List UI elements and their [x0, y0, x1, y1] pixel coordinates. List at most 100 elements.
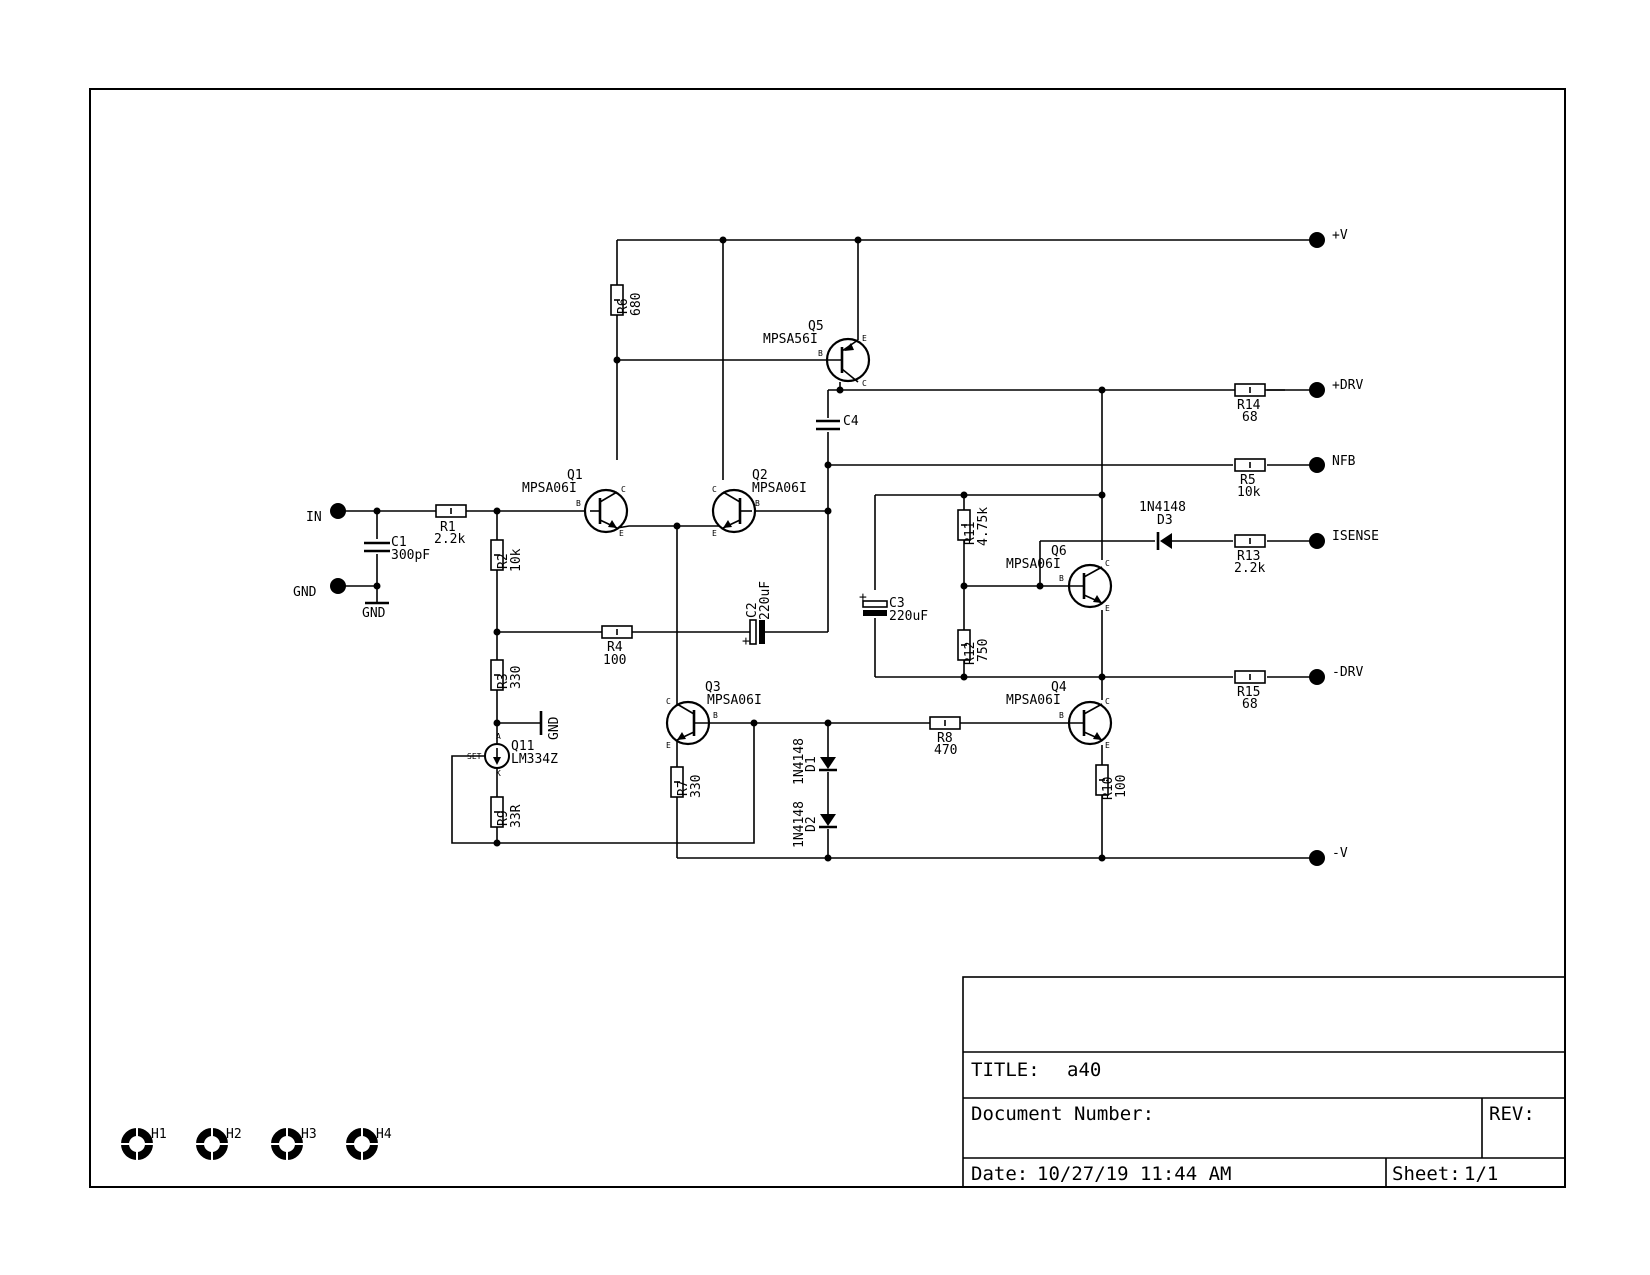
svg-text:D3: D3 — [1157, 513, 1173, 528]
capacitor-c1: C1 300pF — [364, 535, 430, 563]
svg-text:-DRV: -DRV — [1332, 665, 1363, 680]
svg-text:220uF: 220uF — [889, 609, 928, 624]
svg-text:100: 100 — [1114, 775, 1129, 798]
rev-label: REV: — [1489, 1103, 1535, 1125]
svg-text:300pF: 300pF — [391, 548, 430, 563]
svg-text:E: E — [1105, 604, 1110, 613]
port-v-minus: -V — [1309, 846, 1348, 866]
mounting-hole-h4: H4 — [344, 1126, 392, 1162]
resistor-r8: R8 470 — [929, 716, 961, 758]
svg-text:A: A — [496, 732, 501, 741]
svg-text:+: + — [859, 590, 867, 605]
mounting-hole-label: H3 — [301, 1127, 317, 1142]
svg-text:MPSA06I: MPSA06I — [1006, 557, 1061, 572]
svg-text:R8: R8 — [937, 731, 953, 746]
port-in: IN — [306, 503, 346, 525]
svg-text:1N4148: 1N4148 — [792, 801, 807, 848]
svg-text:C1: C1 — [391, 535, 407, 550]
svg-text:MPSA06I: MPSA06I — [522, 481, 577, 496]
svg-text:+V: +V — [1332, 228, 1348, 243]
date-label: Date: — [971, 1163, 1028, 1185]
svg-text:470: 470 — [934, 743, 957, 758]
svg-text:R1: R1 — [440, 520, 456, 535]
svg-text:IN: IN — [306, 510, 322, 525]
svg-text:+: + — [742, 634, 750, 649]
title-block: TITLE: a40 Document Number: REV: Date: 1… — [962, 976, 1566, 1188]
svg-text:C: C — [666, 697, 671, 706]
svg-text:2.2k: 2.2k — [434, 532, 465, 547]
resistor-r1: R1 2.2k — [434, 504, 467, 547]
svg-text:SET: SET — [467, 752, 482, 761]
svg-text:B: B — [713, 711, 718, 720]
svg-text:1N4148: 1N4148 — [792, 738, 807, 785]
svg-text:NFB: NFB — [1332, 454, 1356, 469]
svg-text:E: E — [862, 334, 867, 343]
resistor-r11: R11 4.75k — [957, 507, 991, 546]
svg-text:GND: GND — [547, 716, 562, 740]
svg-text:E: E — [666, 741, 671, 750]
capacitor-c4: C4 — [816, 414, 859, 431]
diode-d1: D1 1N4148 — [792, 738, 837, 785]
svg-text:R13: R13 — [1237, 549, 1260, 564]
svg-text:C: C — [862, 379, 867, 388]
svg-text:R2: R2 — [496, 553, 511, 569]
svg-text:GND: GND — [293, 585, 317, 600]
svg-text:680: 680 — [629, 293, 644, 316]
svg-text:C4: C4 — [843, 414, 859, 429]
svg-text:R15: R15 — [1237, 685, 1260, 700]
svg-text:68: 68 — [1242, 410, 1258, 425]
svg-text:C: C — [1105, 559, 1110, 568]
svg-text:2.2k: 2.2k — [1234, 561, 1265, 576]
capacitor-c2: + C2 220uF — [742, 581, 773, 649]
svg-text:Q5: Q5 — [808, 319, 824, 334]
mounting-hole-h3: H3 — [269, 1126, 317, 1162]
svg-text:+DRV: +DRV — [1332, 378, 1363, 393]
diode-d3: 1N4148 D3 — [1139, 500, 1186, 550]
resistor-r13: R13 2.2k — [1234, 534, 1266, 576]
svg-text:MPSA56I: MPSA56I — [763, 332, 818, 347]
svg-text:R9: R9 — [496, 810, 511, 826]
resistor-r12: R12 750 — [957, 629, 991, 665]
svg-text:B: B — [576, 499, 581, 508]
svg-text:330: 330 — [689, 775, 704, 798]
resistor-r10: R10 100 — [1095, 764, 1129, 800]
svg-text:K: K — [496, 769, 501, 778]
gnd-symbol-2: GND — [539, 711, 562, 740]
svg-text:Q11: Q11 — [511, 739, 534, 754]
svg-text:E: E — [712, 529, 717, 538]
svg-text:220uF: 220uF — [758, 581, 773, 620]
svg-text:10k: 10k — [509, 548, 524, 572]
svg-text:R7: R7 — [676, 780, 691, 796]
svg-text:C: C — [621, 485, 626, 494]
svg-text:MPSA06I: MPSA06I — [1006, 693, 1061, 708]
transistor-q4: Q4 MPSA06I B C E — [1006, 680, 1113, 750]
svg-text:B: B — [1059, 711, 1064, 720]
svg-text:C3: C3 — [889, 596, 905, 611]
mounting-hole-h1: H1 — [119, 1126, 167, 1162]
diode-d2: D2 1N4148 — [792, 801, 837, 848]
svg-text:33R: 33R — [509, 804, 524, 828]
mounting-hole-label: H1 — [151, 1127, 167, 1142]
svg-text:68: 68 — [1242, 697, 1258, 712]
resistor-r2: R2 10k — [490, 539, 524, 572]
transistor-q3: Q3 MPSA06I B C E — [665, 680, 762, 750]
svg-text:C: C — [712, 485, 717, 494]
sheet-value: 1/1 — [1464, 1163, 1498, 1185]
svg-text:E: E — [619, 529, 624, 538]
svg-text:R3: R3 — [496, 673, 511, 689]
resistor-r9: R9 33R — [490, 796, 524, 828]
svg-text:R11: R11 — [963, 522, 978, 545]
title-label: TITLE: — [971, 1059, 1040, 1081]
transistor-q5: Q5 MPSA56I B E C — [763, 319, 871, 388]
svg-text:R5: R5 — [1240, 473, 1256, 488]
svg-text:Q3: Q3 — [705, 680, 721, 695]
svg-text:E: E — [1105, 741, 1110, 750]
resistor-r4: R4 100 — [601, 625, 633, 668]
transistor-q1: Q1 MPSA06I B C E — [522, 468, 629, 538]
date-value: 10/27/19 11:44 AM — [1037, 1163, 1231, 1185]
svg-text:R12: R12 — [963, 642, 978, 665]
svg-text:R10: R10 — [1101, 777, 1116, 800]
svg-text:330: 330 — [509, 666, 524, 689]
